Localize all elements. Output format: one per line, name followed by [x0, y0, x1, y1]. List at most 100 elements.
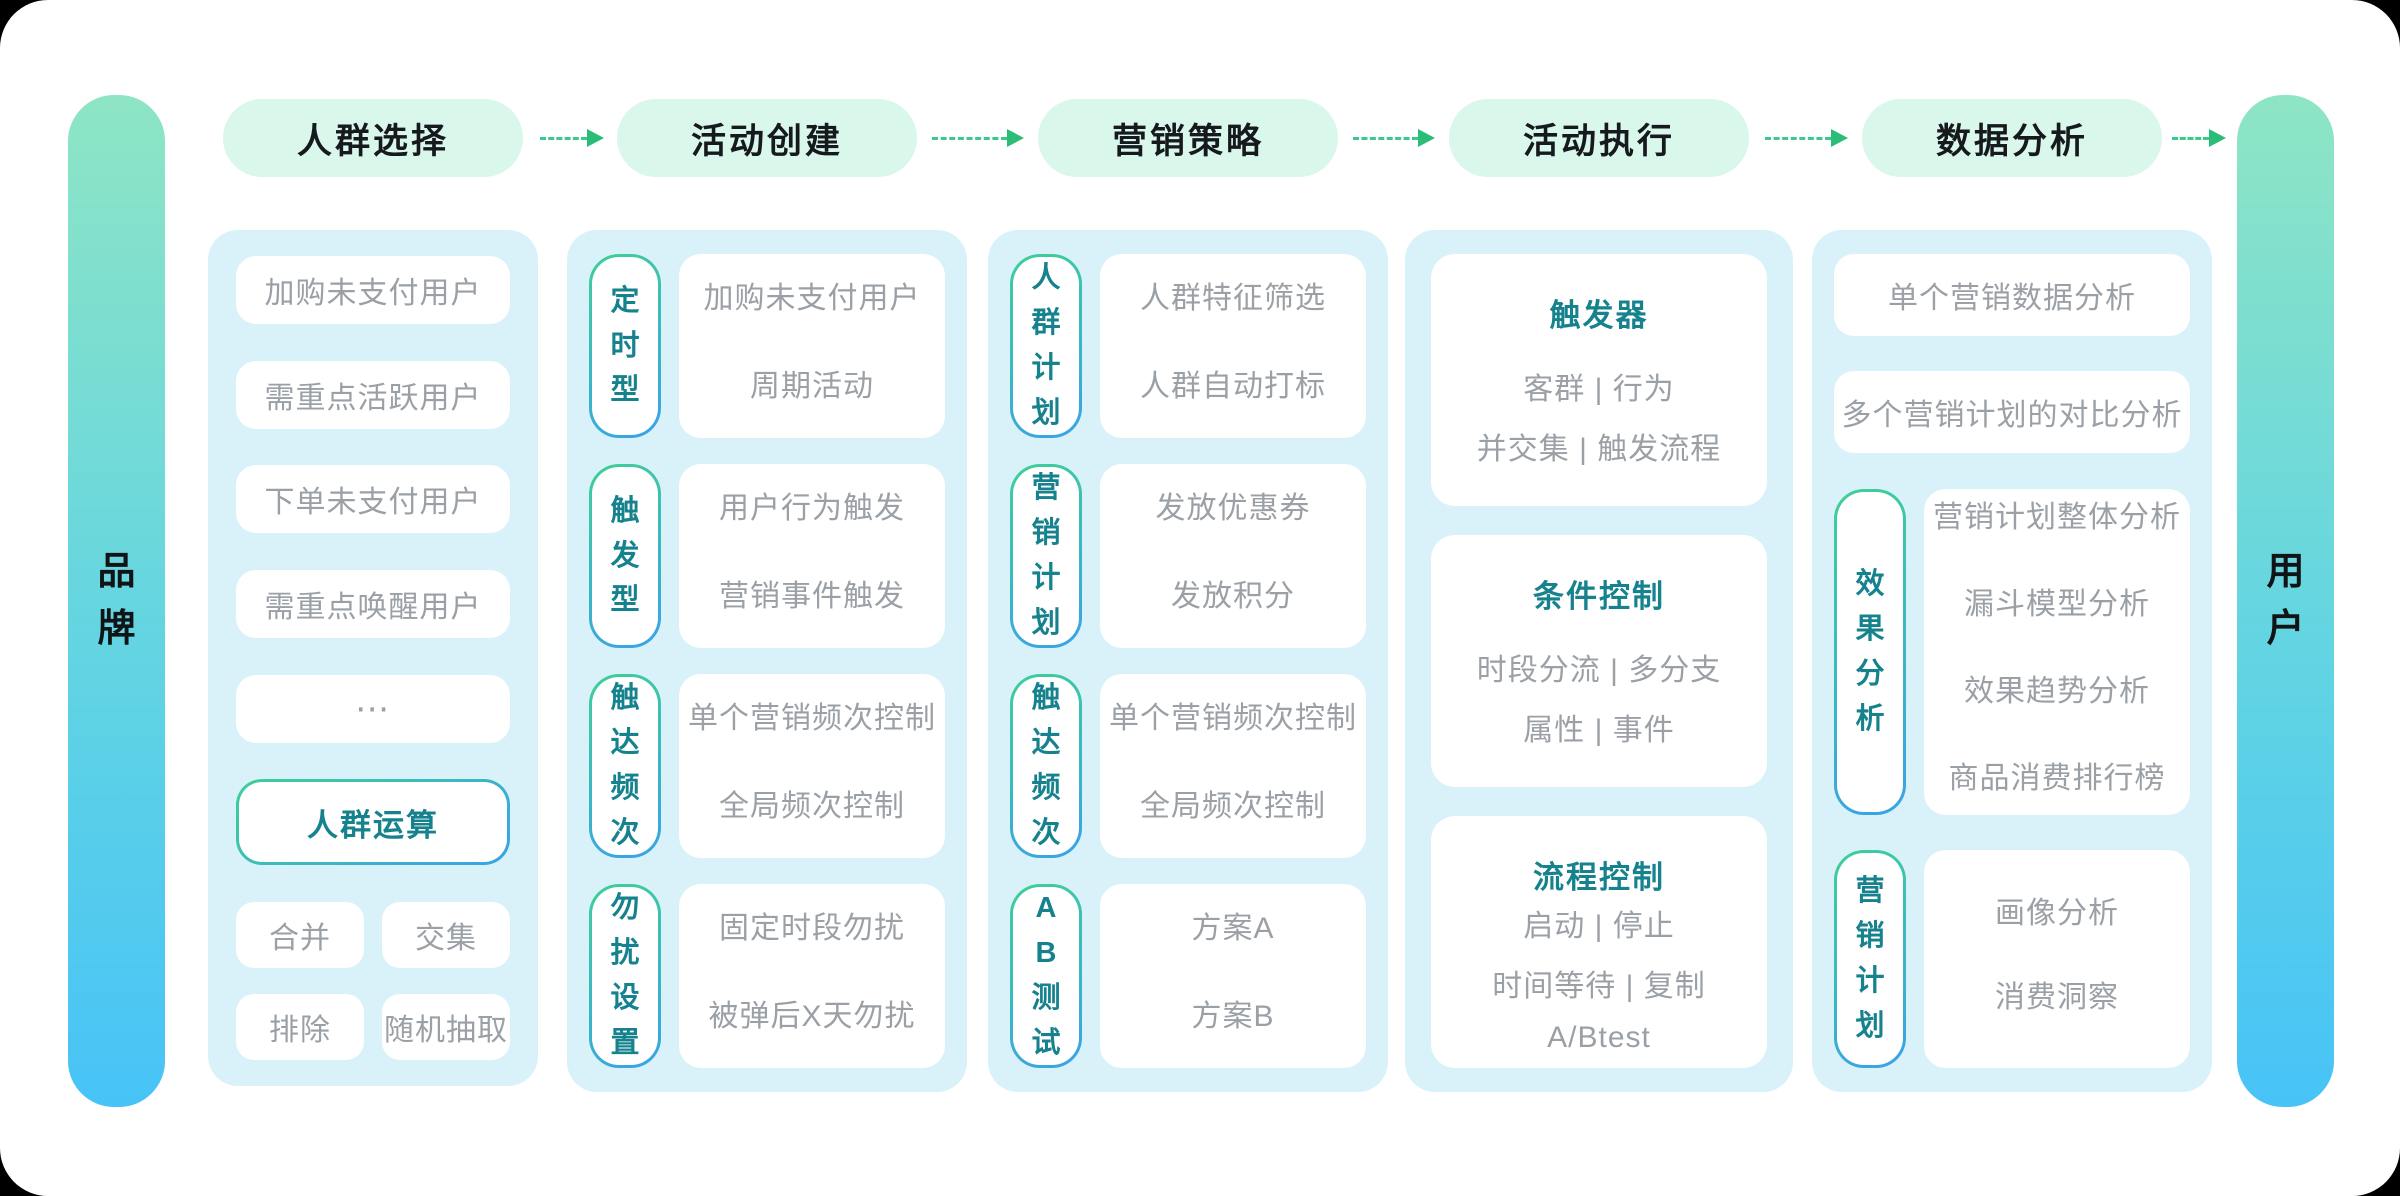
flow-arrow-icon: [1353, 129, 1435, 147]
card-line: 用户行为触发: [719, 492, 905, 525]
user-bar: 用户: [2237, 95, 2334, 1107]
card-lines: 客群 | 行为 并交集 | 触发流程: [1477, 335, 1721, 506]
strategy-row: 触达频次 单个营销频次控制 全局频次控制: [1010, 674, 1366, 858]
arrow-dash: [1353, 136, 1418, 140]
row-label: 定时型: [610, 284, 640, 407]
card-line: 营销事件触发: [719, 580, 905, 613]
row-card: 固定时段勿扰 被弹后X天勿扰: [679, 884, 945, 1068]
row-label: 人群计划: [1031, 262, 1061, 429]
row-label-pill: 营销计划: [1834, 850, 1906, 1068]
flow-arrow-icon: [540, 129, 604, 147]
card-line: 客群 | 行为: [1523, 372, 1675, 406]
card-line: 方案A: [1191, 912, 1275, 945]
card-line: 单个营销频次控制: [1109, 702, 1357, 735]
card-title: 条件控制: [1533, 579, 1665, 614]
operator-pill: 交集: [382, 901, 510, 968]
row-label: 触达频次: [610, 682, 640, 849]
row-label: 营销计划: [1855, 875, 1885, 1042]
campaign-type-row: 触发型 用户行为触发 营销事件触发: [589, 464, 945, 648]
row-label: 营销计划: [1031, 472, 1061, 639]
row-label-pill: 定时型: [589, 254, 661, 438]
card-line: 发放优惠券: [1155, 492, 1311, 525]
row-label-pill: 营销计划: [1010, 464, 1082, 648]
arrow-head-icon: [587, 129, 604, 147]
analysis-row: 营销计划 画像分析 消费洞察: [1834, 849, 2190, 1068]
row-label: 勿扰设置: [610, 892, 640, 1059]
panel-campaign-execution: 触发器 客群 | 行为 并交集 | 触发流程 条件控制 时段分流 | 多分支 属…: [1405, 230, 1793, 1092]
card-line: 固定时段勿扰: [719, 912, 905, 945]
execution-card: 流程控制 启动 | 停止 时间等待 | 复制 A/Btest: [1431, 816, 1767, 1068]
execution-card: 触发器 客群 | 行为 并交集 | 触发流程: [1431, 254, 1767, 506]
card-title: 触发器: [1549, 298, 1649, 333]
card-line: 时间等待 | 复制: [1492, 969, 1706, 1003]
stage-pill-audience-selection: 人群选择: [223, 99, 523, 177]
row-label-pill: 勿扰设置: [589, 884, 661, 1068]
card-line: 画像分析: [1995, 896, 2119, 930]
card-title: 流程控制: [1533, 860, 1665, 895]
flow-arrow-icon: [2172, 129, 2226, 147]
arrow-dash: [2172, 136, 2209, 140]
panel-audience-selection: 加购未支付用户 需重点活跃用户 下单未支付用户 需重点唤醒用户 ⋯ 人群运算 合…: [208, 230, 538, 1086]
flow-arrow-icon: [1765, 129, 1848, 147]
card-line: 全局频次控制: [719, 790, 905, 823]
card-line: 发放积分: [1171, 580, 1295, 613]
arrow-head-icon: [2209, 129, 2226, 147]
brand-bar: 品牌: [68, 95, 165, 1107]
strategy-row: AB测试 方案A 方案B: [1010, 884, 1366, 1068]
row-label-pill: AB测试: [1010, 884, 1082, 1068]
audience-segment-pill: 下单未支付用户: [236, 465, 510, 534]
user-bar-label: 用户: [2266, 551, 2305, 650]
execution-card: 条件控制 时段分流 | 多分支 属性 | 事件: [1431, 535, 1767, 787]
analysis-pill: 单个营销数据分析: [1834, 254, 2190, 336]
card-line: 效果趋势分析: [1964, 675, 2150, 709]
card-line: 被弹后X天勿扰: [708, 1000, 916, 1033]
campaign-type-row: 勿扰设置 固定时段勿扰 被弹后X天勿扰: [589, 884, 945, 1068]
audience-segment-pill: 需重点活跃用户: [236, 360, 510, 429]
card-line: 漏斗模型分析: [1964, 588, 2150, 622]
card-line: 加购未支付用户: [703, 282, 921, 315]
card-line: 并交集 | 触发流程: [1476, 432, 1722, 466]
analysis-pill: 多个营销计划的对比分析: [1834, 371, 2190, 454]
card-line: 启动 | 停止: [1523, 909, 1675, 943]
row-card: 用户行为触发 营销事件触发: [679, 464, 945, 648]
card-line: 单个营销频次控制: [688, 702, 936, 735]
audience-segment-pill: 需重点唤醒用户: [236, 569, 510, 638]
card-lines: 启动 | 停止 时间等待 | 复制 A/Btest: [1492, 897, 1705, 1068]
row-card: 加购未支付用户 周期活动: [679, 254, 945, 438]
row-card: 单个营销频次控制 全局频次控制: [679, 674, 945, 858]
operator-pill: 合并: [236, 901, 364, 968]
campaign-type-row: 触达频次 单个营销频次控制 全局频次控制: [589, 674, 945, 858]
row-card: 发放优惠券 发放积分: [1100, 464, 1366, 648]
card-line: 消费洞察: [1995, 980, 2119, 1014]
stage-pill-data-analysis: 数据分析: [1862, 99, 2162, 177]
arrow-head-icon: [1831, 129, 1848, 147]
row-label-pill: 触达频次: [1010, 674, 1082, 858]
row-card: 方案A 方案B: [1100, 884, 1366, 1068]
panel-data-analysis: 单个营销数据分析 多个营销计划的对比分析 效果分析 营销计划整体分析 漏斗模型分…: [1812, 230, 2212, 1092]
arrow-dash: [1765, 136, 1831, 140]
audience-operation-pill: 人群运算: [236, 779, 510, 865]
arrow-dash: [540, 136, 587, 140]
card-line: 方案B: [1191, 1000, 1275, 1033]
card-line: 属性 | 事件: [1523, 713, 1675, 747]
campaign-type-row: 定时型 加购未支付用户 周期活动: [589, 254, 945, 438]
card-line: 时段分流 | 多分支: [1476, 653, 1722, 687]
row-label-pill: 效果分析: [1834, 489, 1906, 815]
card-line: 周期活动: [750, 370, 874, 403]
audience-operators-grid: 合并 交集 排除 随机抽取: [236, 901, 510, 1060]
card-line: 人群自动打标: [1140, 370, 1326, 403]
row-card: 单个营销频次控制 全局频次控制: [1100, 674, 1366, 858]
row-label-pill: 触达频次: [589, 674, 661, 858]
row-label: 触发型: [610, 494, 640, 617]
row-card: 人群特征筛选 人群自动打标: [1100, 254, 1366, 438]
operator-pill: 排除: [236, 993, 364, 1060]
card-line: 商品消费排行榜: [1948, 762, 2166, 796]
flow-arrow-icon: [932, 129, 1024, 147]
strategy-row: 营销计划 发放优惠券 发放积分: [1010, 464, 1366, 648]
stage-pill-marketing-strategy: 营销策略: [1038, 99, 1338, 177]
panel-campaign-creation: 定时型 加购未支付用户 周期活动 触发型 用户行为触发 营销事件触发 触达频次 …: [567, 230, 967, 1092]
arrow-head-icon: [1007, 129, 1024, 147]
row-label: AB测试: [1031, 892, 1061, 1059]
stage-pill-campaign-execution: 活动执行: [1449, 99, 1749, 177]
